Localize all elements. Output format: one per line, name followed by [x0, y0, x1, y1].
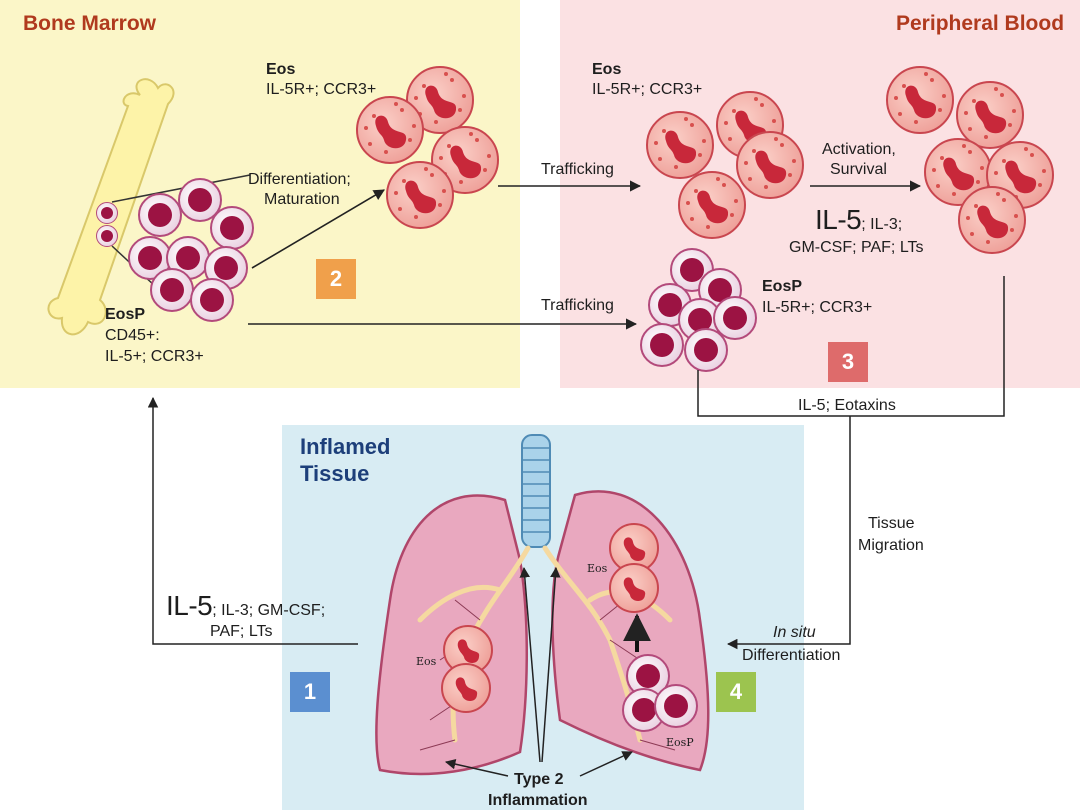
- blood-eos-cluster: [646, 91, 804, 239]
- tissue-migration-arrow: [726, 416, 851, 650]
- pb-eosp-label: EosP: [762, 278, 803, 295]
- tissue-il5-big: IL-5: [166, 590, 213, 621]
- tissue-title-line1: Inflamed: [300, 434, 391, 459]
- tissue-factors-2: PAF; LTs: [210, 623, 273, 640]
- eotaxins-label: IL-5; Eotaxins: [798, 397, 896, 414]
- pb-eos-markers: IL-5R+; CCR3+: [592, 81, 703, 98]
- feedback-arrow: [147, 396, 358, 645]
- bone-marrow-eos-cluster: [356, 66, 499, 229]
- bm-eosp-label: EosP: [105, 306, 146, 323]
- type2-arrow-left-up: [519, 566, 541, 763]
- eotaxin-bracket: [697, 276, 1005, 417]
- step-1-badge: 1: [290, 672, 330, 712]
- tissue-title-line2: Tissue: [300, 461, 370, 486]
- pb-eos-label: Eos: [592, 61, 622, 78]
- type2-label-1: Type 2: [514, 771, 564, 788]
- differentiation-label: Differentiation;: [248, 171, 351, 188]
- insitu-label: In situ: [773, 624, 816, 641]
- lung-eosp-label: EosP: [666, 736, 694, 749]
- activation-label: Activation,: [822, 141, 896, 158]
- pb-il5-factors: IL-5; IL-3;: [815, 204, 902, 241]
- maturation-label: Maturation: [264, 191, 340, 208]
- step-4-badge: 4: [716, 672, 756, 712]
- type2-arrow-left: [444, 758, 509, 777]
- bm-eos-markers: IL-5R+; CCR3+: [266, 81, 377, 98]
- tissue-il5-factors: IL-5; IL-3; GM-CSF;: [166, 590, 325, 627]
- tissue-migration-label-1: Tissue: [868, 515, 915, 532]
- tissue-title: Inflamed Tissue: [300, 433, 390, 487]
- bm-eosp-markers-1: CD45+:: [105, 327, 160, 344]
- lungs-illustration: [375, 434, 710, 776]
- pb-factors-2: GM-CSF; PAF; LTs: [789, 239, 924, 256]
- bm-eos-label: Eos: [266, 61, 296, 78]
- tissue-migration-label-2: Migration: [858, 537, 924, 554]
- step-2-badge: 2: [316, 259, 356, 299]
- type2-arrow-right: [579, 751, 633, 777]
- bone-marrow-eosp-cluster: [128, 178, 254, 322]
- tissue-il5-rest: ; IL-3; GM-CSF;: [212, 602, 326, 619]
- bone-marrow-title: Bone Marrow: [23, 12, 157, 35]
- insitu-differentiation-label: Differentiation: [742, 647, 841, 664]
- blood-activated-eos-cluster: [886, 66, 1054, 254]
- survival-label: Survival: [830, 161, 887, 178]
- pb-il5-rest: ; IL-3;: [861, 216, 903, 233]
- blood-eosp-cluster: [640, 248, 757, 372]
- lung-eos-left-label: Eos: [416, 655, 437, 668]
- pb-eosp-markers: IL-5R+; CCR3+: [762, 299, 873, 316]
- trafficking-label-1: Trafficking: [541, 161, 614, 178]
- step-3-badge: 3: [828, 342, 868, 382]
- bm-eosp-markers-2: IL-5+; CCR3+: [105, 348, 204, 365]
- pb-il5-big: IL-5: [815, 204, 862, 235]
- type2-label-2: Inflammation: [488, 792, 588, 809]
- differentiation-arrow: [251, 189, 385, 269]
- lung-eos-right-label: Eos: [587, 562, 608, 575]
- peripheral-blood-title: Peripheral Blood: [896, 12, 1065, 35]
- type2-arrow-right-up: [541, 566, 561, 763]
- trafficking-label-2: Trafficking: [541, 297, 614, 314]
